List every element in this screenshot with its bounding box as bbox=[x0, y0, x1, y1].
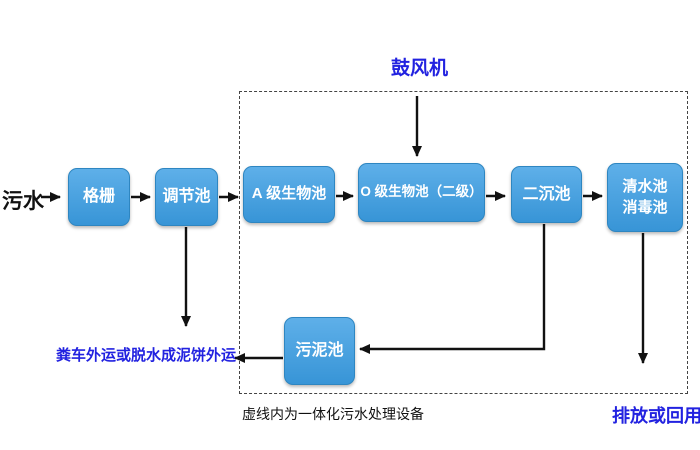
node-grid: 格栅 bbox=[68, 168, 130, 226]
blower-label: 鼓风机 bbox=[391, 58, 449, 79]
node-o-bio-tank: O 级生物池（二级） bbox=[358, 163, 485, 222]
node-regulating-tank-label: 调节池 bbox=[162, 188, 211, 206]
effluent-label: 排放或回用 bbox=[612, 406, 700, 426]
node-sludge-tank-label: 污泥池 bbox=[295, 342, 344, 360]
node-clear-water-disinfection-tank: 清水池 消毒池 bbox=[607, 163, 683, 232]
node-a-bio-tank: A 级生物池 bbox=[243, 166, 335, 223]
node-secondary-sedimentation-tank: 二沉池 bbox=[511, 166, 582, 223]
sewage-source-label: 污水 bbox=[2, 190, 44, 213]
disinfection-line: 消毒池 bbox=[622, 198, 668, 216]
node-a-bio-tank-label: A 级生物池 bbox=[251, 185, 327, 203]
clear-water-line: 清水池 bbox=[622, 178, 668, 196]
node-o-bio-tank-label: O 级生物池（二级） bbox=[360, 184, 483, 200]
node-secondary-sedimentation-tank-label: 二沉池 bbox=[522, 185, 571, 203]
node-grid-label: 格栅 bbox=[82, 188, 115, 206]
node-sludge-tank: 污泥池 bbox=[284, 317, 355, 385]
node-clear-water-disinfection-tank-label: 清水池 消毒池 bbox=[622, 177, 667, 218]
dashed-box-caption: 虚线内为一体化污水处理设备 bbox=[242, 406, 424, 422]
sludge-disposal-label: 粪车外运或脱水成泥饼外运 bbox=[56, 347, 237, 364]
integrated-equipment-dashed-boundary bbox=[239, 91, 688, 394]
node-regulating-tank: 调节池 bbox=[155, 168, 218, 226]
